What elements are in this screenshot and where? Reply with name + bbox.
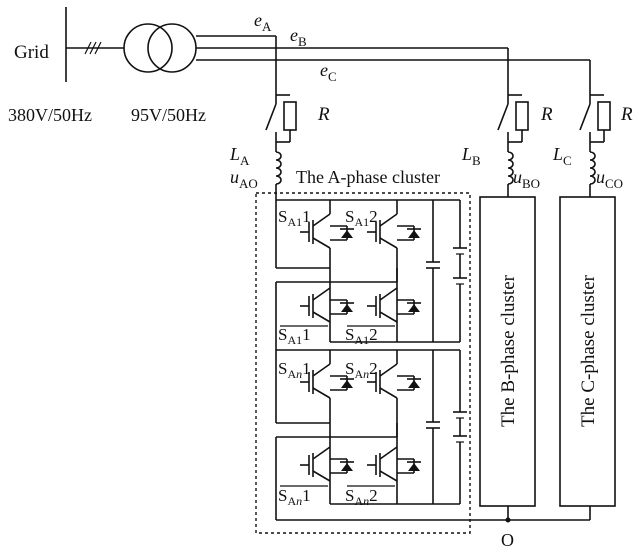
phase-b-resistor-label: R	[540, 104, 553, 125]
phase-b-emf-label: eB	[290, 25, 307, 49]
switch-sa1-2-lower	[367, 287, 421, 323]
label-san-1-upper: SAn1	[278, 359, 311, 381]
switch-sa1-2-upper	[367, 213, 421, 249]
label-sa1-1-upper: SA11	[278, 207, 311, 229]
phase-b-inductor-label: LB	[461, 144, 481, 168]
h-bridge-module-1	[275, 199, 467, 350]
a-phase-cluster-dashed-boundary	[255, 192, 471, 534]
grid-voltage-label: 380V/50Hz	[8, 105, 92, 125]
phase-c-resistor	[597, 101, 611, 131]
phase-a-resistor-label: R	[317, 104, 330, 125]
c-phase-cluster-box	[559, 196, 616, 507]
label-sa1-2-lower: SA12	[345, 325, 378, 347]
b-phase-cluster-box	[479, 196, 536, 507]
phase-b-inductor	[507, 151, 514, 185]
label-san-2-upper: SAn2	[345, 359, 378, 381]
phase-c-branch	[579, 60, 611, 197]
label-san-1-lower: SAn1	[278, 486, 311, 508]
phase-c-resistor-label: R	[620, 104, 633, 125]
phase-a-branch	[265, 36, 297, 200]
neutral-point-label: O	[501, 530, 514, 550]
switch-san-2-lower	[367, 446, 421, 482]
phase-c-inductor	[589, 151, 596, 185]
transformer-voltage-label: 95V/50Hz	[131, 105, 206, 125]
h-bridge-module-n	[275, 349, 467, 505]
c-phase-cluster-label: The C-phase cluster	[578, 274, 599, 427]
phase-c-inductor-label: LC	[552, 144, 572, 168]
phase-a-emf-label: eA	[254, 10, 272, 34]
phase-b-branch	[497, 48, 529, 197]
neutral-node-dot	[505, 517, 511, 523]
phase-b-resistor	[515, 101, 529, 131]
switch-san-2-upper	[367, 363, 421, 399]
switch-sa1-1-upper	[300, 213, 354, 249]
phase-b-voltage-label: uBO	[513, 167, 540, 191]
phase-a-inductor	[275, 151, 282, 185]
phase-a-switch	[265, 103, 277, 131]
phase-b-switch	[497, 103, 509, 131]
phase-c-switch	[579, 103, 591, 131]
label-sa1-1-lower: SA11	[278, 325, 311, 347]
b-phase-cluster-label: The B-phase cluster	[498, 274, 519, 427]
phase-c-emf-label: eC	[320, 60, 337, 84]
switch-san-1-lower	[300, 446, 354, 482]
label-sa1-2-upper: SA12	[345, 207, 378, 229]
grid-label: Grid	[14, 42, 49, 63]
phase-c-voltage-label: uCO	[596, 167, 623, 191]
phase-a-voltage-label: uAO	[230, 167, 258, 191]
switch-san-1-upper	[300, 363, 354, 399]
switch-sa1-1-lower	[300, 287, 354, 323]
phase-a-inductor-label: LA	[229, 144, 250, 168]
phase-a-resistor	[283, 101, 297, 131]
a-phase-cluster-label: The A-phase cluster	[296, 167, 440, 187]
three-phase-slash-marks	[84, 41, 102, 55]
label-san-2-lower: SAn2	[345, 486, 378, 508]
transformer-primary-winding	[123, 23, 173, 73]
